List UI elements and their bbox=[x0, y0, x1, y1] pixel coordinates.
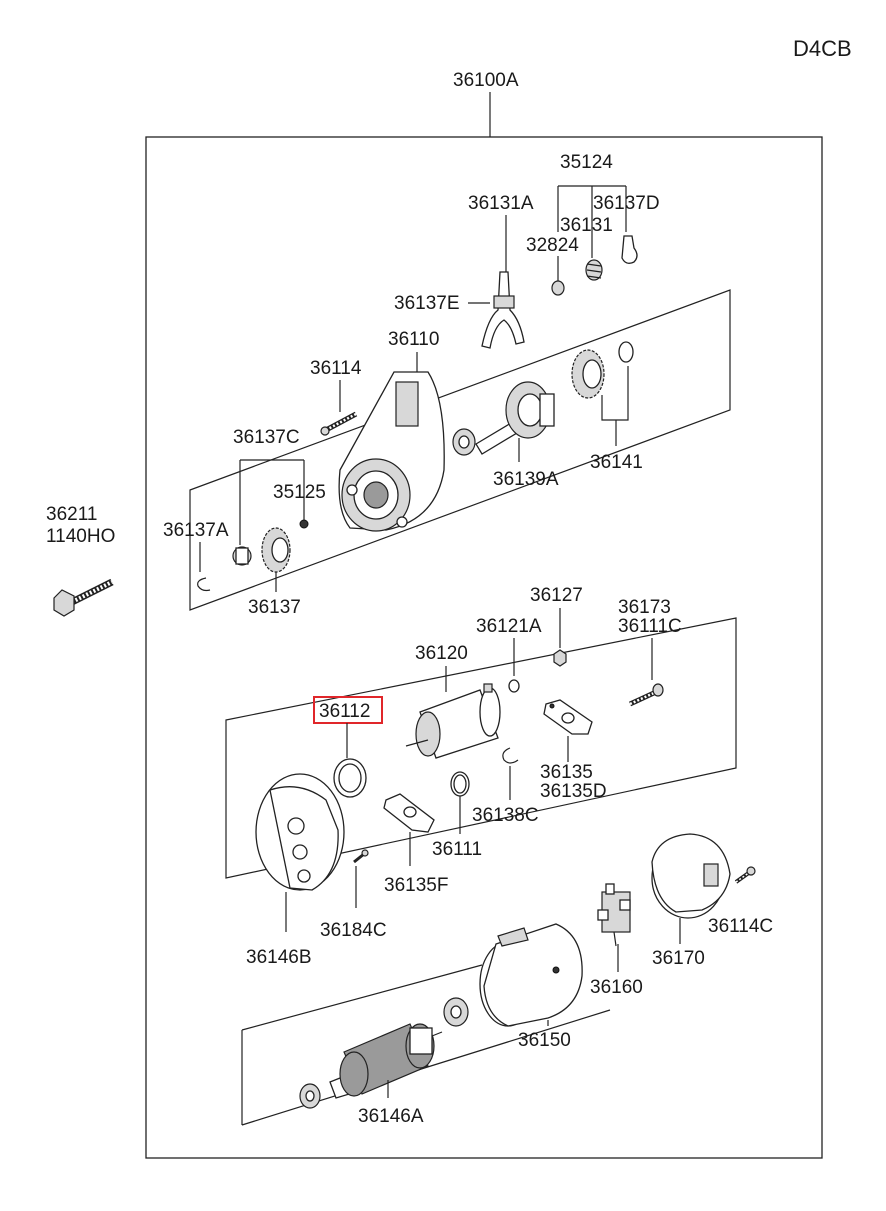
drive-housing-36110[interactable] bbox=[338, 371, 445, 532]
label-36111[interactable]: 36111 bbox=[432, 839, 482, 860]
spring-36131[interactable] bbox=[585, 259, 603, 281]
bolt-36173[interactable] bbox=[628, 683, 664, 707]
label-36211[interactable]: 36211 bbox=[46, 504, 97, 525]
label-36111C[interactable]: 36111C bbox=[618, 616, 682, 637]
group-outline-drive-housing bbox=[189, 289, 731, 611]
washer-36121A[interactable] bbox=[508, 679, 520, 693]
engine-code-label: D4CB bbox=[793, 36, 852, 61]
nut-36127[interactable] bbox=[553, 649, 567, 667]
brush-holder-36160[interactable] bbox=[597, 883, 631, 947]
label-36127[interactable]: 36127 bbox=[530, 585, 583, 606]
shift-lever-36131A[interactable] bbox=[481, 271, 525, 349]
flange-bolt-36211[interactable] bbox=[53, 578, 114, 617]
label-36137D[interactable]: 36137D bbox=[593, 193, 660, 214]
snap-ring-36137A[interactable] bbox=[197, 577, 211, 592]
label-36138C[interactable]: 36138C bbox=[472, 805, 539, 826]
plate-36135F[interactable] bbox=[383, 793, 435, 833]
label-36146A[interactable]: 36146A bbox=[358, 1106, 424, 1127]
label-36135[interactable]: 36135 bbox=[540, 762, 593, 783]
plate-36135[interactable] bbox=[543, 699, 593, 735]
label-36150[interactable]: 36150 bbox=[518, 1030, 571, 1051]
assembly-number-label[interactable]: 36100A bbox=[453, 70, 519, 91]
label-36137C[interactable]: 36137C bbox=[233, 427, 300, 448]
ring-36138C[interactable] bbox=[502, 747, 519, 764]
label-36135D[interactable]: 36135D bbox=[540, 781, 607, 802]
label-36170[interactable]: 36170 bbox=[652, 948, 705, 969]
field-coil-36150[interactable] bbox=[479, 923, 583, 1027]
label-36173[interactable]: 36173 bbox=[618, 597, 671, 618]
bearing-armature-end[interactable] bbox=[299, 1083, 321, 1109]
bearing-lower[interactable] bbox=[443, 997, 469, 1027]
label-35125[interactable]: 35125 bbox=[273, 482, 326, 503]
o-ring-36111[interactable] bbox=[450, 771, 470, 797]
label-36131A[interactable]: 36131A bbox=[468, 193, 534, 214]
label-36114[interactable]: 36114 bbox=[310, 358, 362, 379]
bolt-36114[interactable] bbox=[320, 411, 358, 436]
gasket-36112[interactable] bbox=[333, 758, 367, 798]
group-outline-solenoid bbox=[225, 617, 737, 879]
label-36120[interactable]: 36120 bbox=[415, 643, 468, 664]
assembly-frame bbox=[145, 136, 823, 1159]
highlight-box-36112 bbox=[313, 696, 383, 724]
washer-36141[interactable] bbox=[618, 341, 634, 363]
armature-36146A[interactable] bbox=[329, 1023, 443, 1099]
label-1140HO[interactable]: 1140HO bbox=[46, 526, 115, 547]
end-cover-36146B[interactable] bbox=[255, 773, 345, 891]
pin-35125[interactable] bbox=[299, 519, 309, 529]
label-36137E[interactable]: 36137E bbox=[394, 293, 460, 314]
stop-collar-36137C[interactable] bbox=[232, 546, 252, 566]
solenoid-36120[interactable] bbox=[405, 683, 501, 759]
label-36137[interactable]: 36137 bbox=[248, 597, 301, 618]
label-36141[interactable]: 36141 bbox=[590, 452, 643, 473]
label-35124[interactable]: 35124 bbox=[560, 152, 613, 173]
screw-36114C[interactable] bbox=[734, 866, 756, 884]
label-36135F[interactable]: 36135F bbox=[384, 875, 448, 896]
label-36139A[interactable]: 36139A bbox=[493, 469, 559, 490]
label-36110[interactable]: 36110 bbox=[388, 329, 439, 350]
screw-36184C[interactable] bbox=[353, 849, 369, 864]
label-36160[interactable]: 36160 bbox=[590, 977, 643, 998]
label-36112[interactable]: 36112 bbox=[319, 701, 370, 722]
gear-36141[interactable] bbox=[571, 349, 605, 399]
clip-36137D[interactable] bbox=[621, 235, 638, 264]
clutch-shaft-36139A[interactable] bbox=[475, 381, 555, 455]
label-36184C[interactable]: 36184C bbox=[320, 920, 387, 941]
label-32824[interactable]: 32824 bbox=[526, 235, 579, 256]
label-36137A[interactable]: 36137A bbox=[163, 520, 229, 541]
label-36114C[interactable]: 36114C bbox=[708, 916, 773, 937]
bearing-upper[interactable] bbox=[452, 428, 476, 456]
pin-32824[interactable] bbox=[551, 280, 565, 296]
pinion-gear-36137[interactable] bbox=[261, 527, 291, 573]
label-36146B[interactable]: 36146B bbox=[246, 947, 312, 968]
label-36121A[interactable]: 36121A bbox=[476, 616, 542, 637]
yoke-36170[interactable] bbox=[651, 833, 731, 919]
label-36131[interactable]: 36131 bbox=[560, 215, 613, 236]
